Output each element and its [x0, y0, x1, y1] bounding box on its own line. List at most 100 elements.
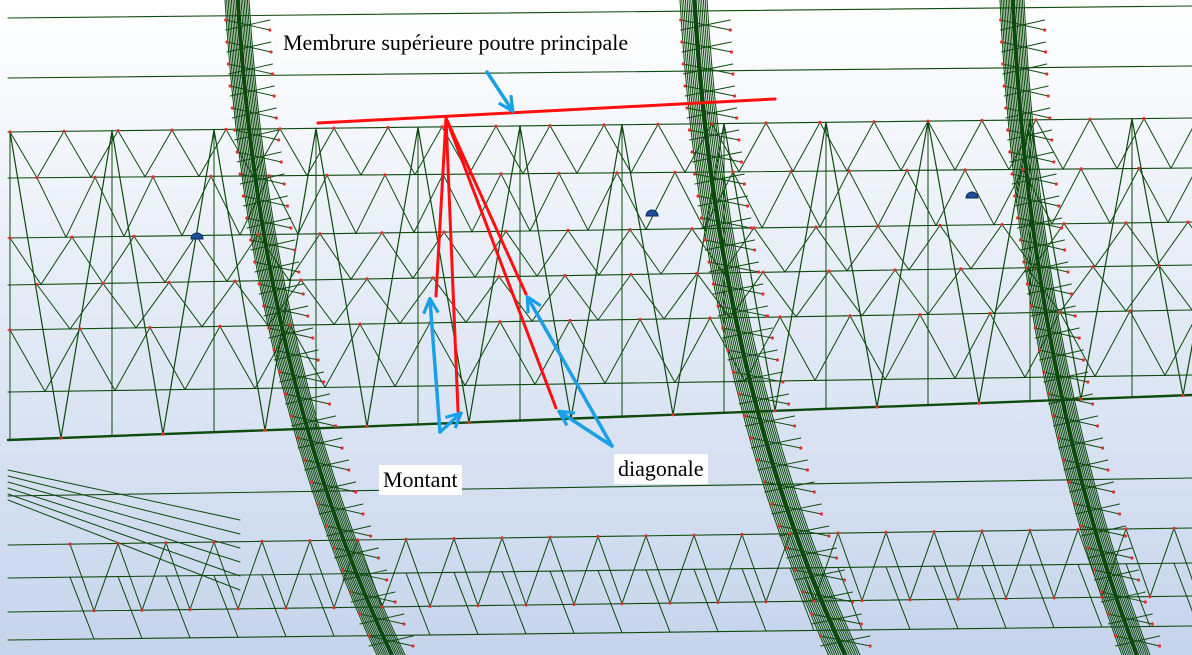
lower-diagonal [1125, 528, 1151, 598]
arch-rib [1002, 0, 1127, 655]
node-dot [260, 539, 264, 544]
arch-tie [258, 283, 304, 295]
lower-diagonal [693, 568, 719, 633]
arch-tie [727, 349, 778, 361]
node-dot [1029, 304, 1033, 308]
diagonal-member [102, 235, 135, 284]
diagonal-member [779, 316, 816, 381]
highlight-diagonal-inner [444, 116, 558, 410]
node-dot [773, 409, 777, 413]
node-dot [620, 602, 624, 606]
diagonal-member [935, 169, 966, 226]
node-dot [376, 556, 381, 560]
arch-tie [304, 459, 350, 471]
node-dot [690, 227, 694, 231]
diagonal-member [505, 230, 538, 277]
secondary-member [7, 493, 241, 577]
node-dot [777, 524, 781, 528]
lower-diagonal [549, 570, 575, 634]
node-dot [787, 402, 791, 406]
arch-tie [1094, 569, 1139, 581]
diagonal-member [102, 282, 137, 329]
node-dot [306, 314, 310, 318]
node-dot [819, 634, 823, 638]
node-dot [224, 18, 228, 22]
node-dot [548, 124, 552, 128]
arch-tie [686, 107, 738, 119]
web-diagonal [672, 122, 725, 416]
node-dot [1106, 468, 1110, 472]
diagonal-member [465, 276, 500, 323]
node-dot [707, 260, 711, 264]
arch-tie [682, 63, 734, 75]
node-dot [1010, 172, 1014, 176]
node-dot [269, 50, 273, 54]
node-dot [358, 322, 362, 326]
diagonal-member [964, 169, 995, 226]
arch-tie [680, 19, 731, 31]
node-dot [708, 316, 712, 320]
node-dot [1004, 596, 1008, 601]
arch-rib [246, 0, 404, 655]
node-dot [411, 644, 415, 648]
node-dot [761, 292, 765, 296]
node-dot [745, 204, 750, 208]
node-dot [212, 540, 216, 544]
diagonal-member [471, 173, 502, 233]
diagonal-member [360, 127, 389, 176]
diagonal-member [226, 234, 259, 282]
node-dot [170, 128, 174, 132]
diagonal-member [499, 321, 536, 385]
diagonal-member [324, 323, 361, 388]
arch-tie [236, 151, 282, 163]
arch-tie [1014, 195, 1060, 207]
node-dot [563, 274, 567, 278]
lower-diagonal [549, 536, 575, 605]
node-dot [908, 598, 912, 602]
node-dot [884, 530, 888, 535]
node-dot [814, 225, 818, 229]
diagonal-member [9, 131, 38, 179]
node-dot [296, 436, 300, 440]
node-dot [361, 512, 365, 516]
node-dot [860, 598, 864, 603]
node-dot [1092, 568, 1097, 572]
node-dot [557, 171, 561, 175]
node-dot [325, 524, 329, 528]
node-dot [789, 169, 793, 173]
node-dot [317, 502, 321, 506]
diagonal-member [500, 173, 531, 232]
node-dot [499, 172, 503, 176]
node-dot [752, 226, 756, 230]
lower-diagonal [1173, 527, 1192, 581]
node-dot [132, 234, 136, 238]
node-dot [277, 138, 281, 142]
arch-tie [342, 569, 388, 581]
diagonal-member [181, 175, 212, 237]
node-dot [308, 539, 312, 543]
node-dot [793, 568, 797, 572]
node-dot [770, 502, 774, 506]
node-dot [812, 490, 816, 494]
node-dot [848, 314, 852, 318]
lower-diagonal [381, 538, 407, 608]
diagonal-member [597, 274, 632, 321]
arch-tie [250, 239, 296, 251]
node-dot [1048, 116, 1052, 120]
support-node-icon [965, 191, 979, 199]
web-diagonal [60, 130, 113, 439]
arch-rib [224, 0, 378, 655]
lower-diagonal [741, 568, 767, 632]
diagonal-member [1116, 118, 1145, 170]
node-dot [1117, 512, 1122, 516]
web-diagonal [876, 120, 929, 408]
diagonal-member [908, 224, 941, 271]
node-dot [703, 238, 707, 242]
node-dot [628, 228, 632, 232]
node-dot [332, 606, 336, 610]
node-dot [596, 534, 600, 539]
arch-tie [811, 613, 862, 625]
node-dot [781, 380, 785, 384]
